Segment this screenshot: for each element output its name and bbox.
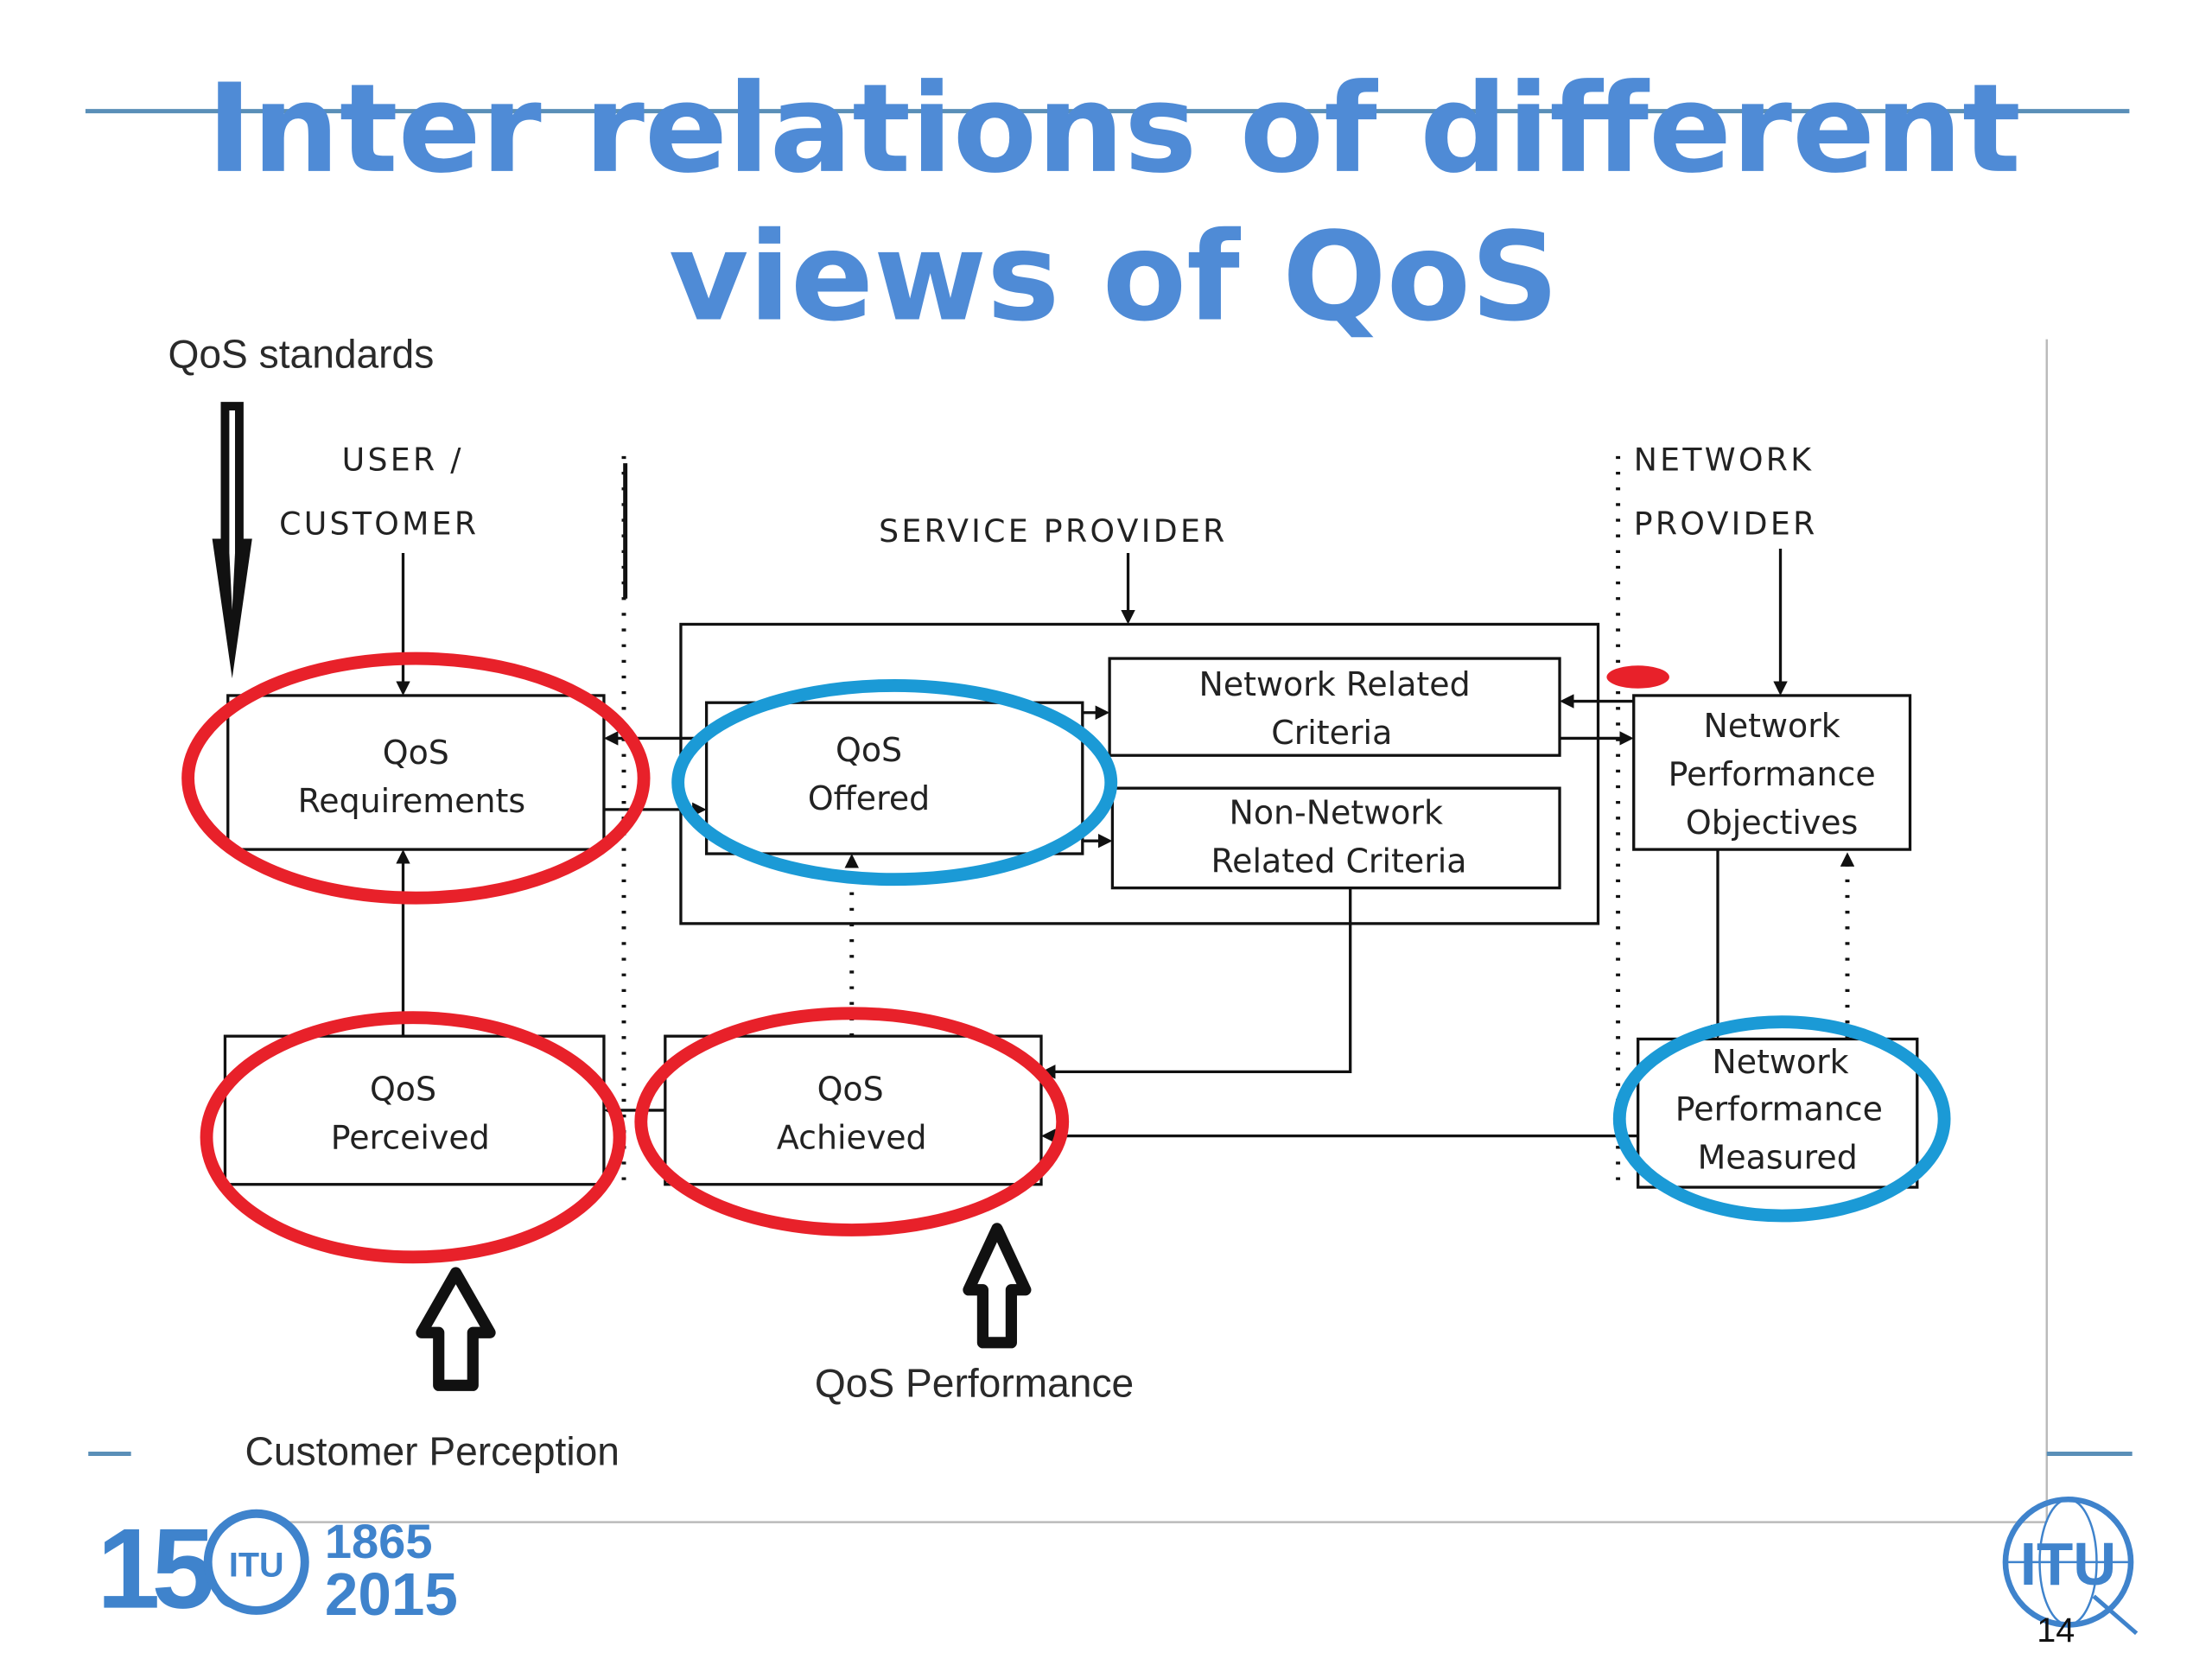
qos-performance-label: QoS Performance <box>815 1360 1134 1405</box>
user-customer-label-1: USER / <box>342 441 464 478</box>
box-qos-offered: QoS Offered <box>704 701 1084 855</box>
svg-text:Non-Network: Non-Network <box>1229 793 1442 831</box>
year-start: 1865 <box>325 1514 433 1568</box>
svg-text:QoS: QoS <box>817 1070 884 1108</box>
page-number: 14 <box>2037 1611 2075 1649</box>
svg-text:QoS: QoS <box>836 731 902 769</box>
svg-text:Criteria: Criteria <box>1271 714 1392 752</box>
user-customer-label-2: CUSTOMER <box>279 505 479 543</box>
box-qos-requirements: QoS Requirements <box>226 694 606 851</box>
box-network-performance-objectives: Network Performance Objectives <box>1632 694 1912 851</box>
svg-text:Perceived: Perceived <box>331 1118 490 1156</box>
highlight-qos-requirements <box>181 652 651 905</box>
arrow-non-network-to-achieved <box>1040 887 1352 1079</box>
qos-performance-arrow-icon <box>963 1223 1032 1349</box>
qos-standards-label: QoS standards <box>168 332 435 377</box>
highlight-np-measured <box>1612 1015 1951 1223</box>
highlight-qos-offered <box>671 678 1118 887</box>
slide-title-line1: Inter relations of different <box>207 58 2021 200</box>
svg-text:Objectives: Objectives <box>1686 804 1858 842</box>
svg-text:Achieved: Achieved <box>777 1118 927 1156</box>
svg-text:Performance: Performance <box>1675 1090 1883 1128</box>
itu-mark: ITU <box>2020 1530 2117 1598</box>
highlight-qos-perceived <box>200 1011 626 1264</box>
svg-text:Performance: Performance <box>1669 755 1876 793</box>
box-qos-achieved: QoS Achieved <box>664 1034 1043 1186</box>
box-non-network-related-criteria: Non-Network Related Criteria <box>1110 786 1561 890</box>
highlight-qos-achieved <box>634 1007 1070 1236</box>
svg-text:Requirements: Requirements <box>298 782 525 820</box>
qos-standards-arrow-icon <box>212 402 252 679</box>
service-provider-label: SERVICE PROVIDER <box>879 512 1228 550</box>
svg-text:Related Criteria: Related Criteria <box>1211 842 1467 880</box>
svg-text:Network: Network <box>1704 707 1840 745</box>
customer-perception-arrow-icon <box>416 1267 496 1391</box>
slide-title-line2: views of QoS <box>669 206 1559 348</box>
svg-text:QoS: QoS <box>370 1070 436 1108</box>
box-qos-perceived: QoS Perceived <box>223 1034 606 1186</box>
red-mark <box>1606 665 1669 689</box>
svg-text:QoS: QoS <box>383 734 449 772</box>
svg-text:Network Related: Network Related <box>1198 665 1470 703</box>
svg-text:Offered: Offered <box>808 779 930 817</box>
box-network-related-criteria: Network Related Criteria <box>1108 657 1561 757</box>
itu-mark-small: ITU <box>229 1546 284 1584</box>
network-provider-label-1: NETWORK <box>1634 441 1815 478</box>
network-provider-label-2: PROVIDER <box>1634 505 1818 543</box>
itu-150-logo: 150 ITU 1865 2015 <box>97 1505 458 1632</box>
customer-perception-label: Customer Perception <box>245 1429 620 1474</box>
itu-logo: ITU <box>2002 1496 2139 1636</box>
svg-text:Measured: Measured <box>1698 1139 1858 1177</box>
year-end: 2015 <box>325 1560 458 1628</box>
svg-text:Network: Network <box>1712 1043 1848 1081</box>
box-network-performance-measured: Network Performance Measured <box>1637 1037 1919 1189</box>
